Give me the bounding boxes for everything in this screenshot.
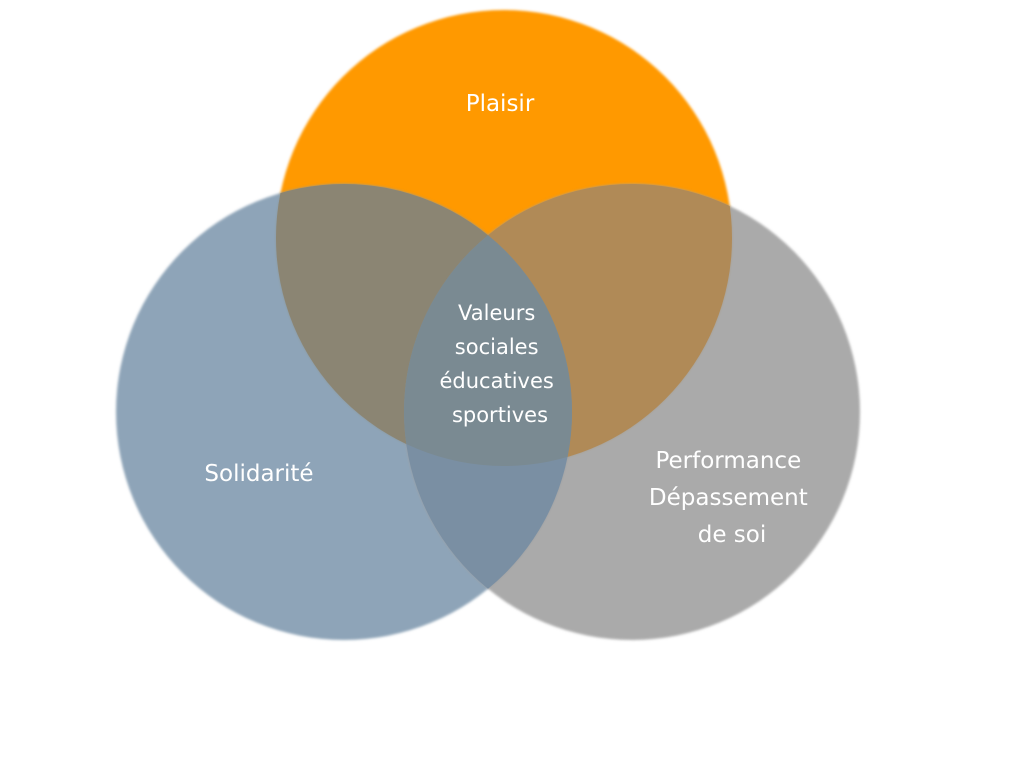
label-center: Valeurs sociales éducatives sportives xyxy=(439,301,560,427)
label-performance-line-2: Dépassement xyxy=(649,485,808,511)
label-solidarite: Solidarité xyxy=(204,461,313,487)
label-center-line-2: sociales xyxy=(455,335,539,359)
label-performance-line-3: de soi xyxy=(698,522,767,548)
overlap-center xyxy=(404,184,572,466)
label-center-line-3: éducatives xyxy=(439,369,553,393)
label-center-line-1: Valeurs xyxy=(458,301,535,325)
label-plaisir: Plaisir xyxy=(466,91,535,117)
label-performance: Performance Dépassement de soi xyxy=(649,448,815,548)
label-solidarite-line: Solidarité xyxy=(204,461,313,487)
label-center-line-4: sportives xyxy=(452,403,548,427)
label-performance-line-1: Performance xyxy=(655,448,801,474)
label-plaisir-line: Plaisir xyxy=(466,91,535,117)
